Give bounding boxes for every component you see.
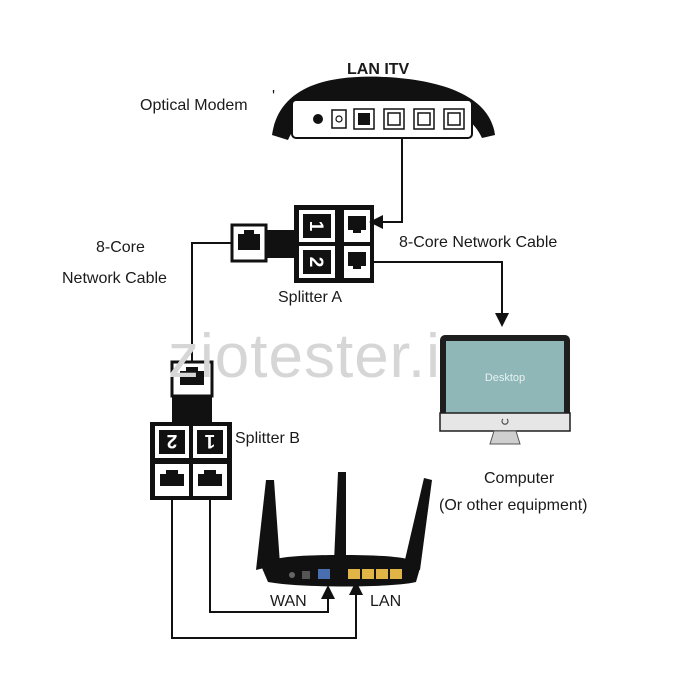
ethernet-port-icon <box>160 474 184 486</box>
cable-splitter-b-to-wan <box>209 500 335 613</box>
label-cable-left-line1: 8-Core <box>96 239 145 256</box>
router-antenna-right <box>404 478 432 570</box>
ethernet-port-icon <box>348 252 366 266</box>
label-optical-modem: Optical Modem <box>140 97 248 114</box>
ethernet-port-icon <box>198 474 222 486</box>
label-computer-line2: (Or other equipment) <box>439 497 588 514</box>
wifi-router <box>256 472 432 587</box>
splitter-b-plug <box>172 396 212 422</box>
ethernet-port-icon <box>238 234 260 250</box>
modem-port-2 <box>383 108 405 130</box>
label-cable-left-line2: Network Cable <box>62 270 167 287</box>
cable-splitter-b-to-lan <box>171 500 363 639</box>
label-splitter-a: Splitter A <box>278 289 342 306</box>
modem-port-4 <box>443 108 465 130</box>
optical-modem <box>272 76 495 140</box>
router-lan-port-4 <box>390 569 402 579</box>
splitter-b: 2 1 <box>150 360 232 500</box>
router-lan-port-3 <box>376 569 388 579</box>
splitter-b-label-1: 1 <box>204 430 215 451</box>
splitter-b-label-2: 2 <box>167 430 178 451</box>
label-splitter-b: Splitter B <box>235 430 300 447</box>
apple-logo-icon <box>501 418 509 425</box>
cable-modem-to-splitter-a <box>369 138 403 229</box>
label-cable-right: 8-Core Network Cable <box>399 234 557 251</box>
router-antenna-center <box>334 472 346 562</box>
router-antenna-left <box>256 480 280 570</box>
ethernet-port-icon <box>348 216 366 230</box>
splitter-a-label-2: 2 <box>305 257 326 268</box>
computer-monitor: Desktop <box>439 335 571 445</box>
router-wan-port <box>318 569 330 579</box>
modem-port-3 <box>413 108 435 130</box>
label-modem-mark: ' <box>272 88 275 105</box>
watermark: ziotester.it <box>168 322 459 391</box>
desktop-screen-label: Desktop <box>485 372 525 384</box>
label-lan: LAN <box>370 593 401 610</box>
label-wan: WAN <box>270 593 307 610</box>
ethernet-port-icon <box>180 371 204 385</box>
label-lan-itv: LAN ITV <box>347 61 410 78</box>
monitor-screen <box>446 341 564 413</box>
modem-power-button <box>313 114 323 124</box>
modem-dc-port <box>331 109 347 129</box>
router-lan-port-1 <box>348 569 360 579</box>
cable-splitter-a-to-splitter-b <box>191 242 232 362</box>
splitter-a-label-1: 1 <box>305 221 326 232</box>
splitter-a-plug <box>266 230 296 258</box>
splitter-a: 1 2 <box>230 205 374 283</box>
monitor-stand <box>489 430 521 445</box>
router-lan-port-2 <box>362 569 374 579</box>
modem-body <box>272 76 495 140</box>
cable-splitter-a-to-computer <box>372 261 509 327</box>
label-computer-line1: Computer <box>484 470 555 487</box>
